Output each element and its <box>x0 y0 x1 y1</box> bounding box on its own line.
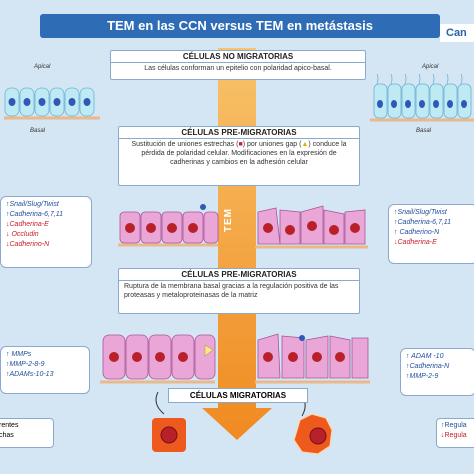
tem-arrow-label: TEM <box>223 208 234 233</box>
text-part-a: Sustitución de uniones estrechas ( <box>131 141 239 148</box>
marker-line: ↑MMP-2-9 <box>406 373 439 380</box>
legend-right: ↑Regula ↓Regula <box>436 418 474 448</box>
marker-line: ↑ MMPs <box>6 351 32 358</box>
label-apical-left: Apical <box>34 64 51 70</box>
marker-line: ↓Cadherina-E <box>6 221 49 228</box>
box-premigratory-1-text: Sustitución de uniones estrechas (■) por… <box>119 139 359 168</box>
box-premigratory-2: CÉLULAS PRE-MIGRATORIAS Ruptura de la me… <box>118 268 360 314</box>
legend-line: rentes <box>0 422 19 429</box>
marker-line: ↓ Occludin <box>6 231 39 238</box>
gap-junction-symbol: ▲ <box>301 141 309 148</box>
legend-line: chas <box>0 432 14 439</box>
marker-card-left-1: ↑Snail/Slug/Twist ↑Cadherina-6,7,11 ↓Cad… <box>0 196 92 268</box>
marker-card-left-2: ↑ MMPs ↑MMP-2-8-9 ↑ADAMs-10-13 <box>0 346 90 394</box>
text-part-b: ) por uniones gap ( <box>242 141 302 148</box>
cells-middle-left <box>118 204 219 247</box>
epithelium-top-right <box>370 73 474 122</box>
marker-line: ↑ Cadherino-N <box>394 229 440 236</box>
marker-line: ↑Cadherina-6,7,11 <box>394 219 452 226</box>
marker-line: ↑ADAMs-10-13 <box>6 371 54 378</box>
legend-left: rentes chas <box>0 418 54 448</box>
cells-bottom-right <box>255 333 370 384</box>
legend-line: ↑Regula <box>441 422 467 429</box>
marker-line: ↓Cadherino-N <box>6 241 50 248</box>
cells-middle-right <box>255 205 368 249</box>
box-premigratory-2-title: CÉLULAS PRE-MIGRATORIAS <box>119 269 359 281</box>
tight-junction-symbol: ■ <box>238 141 243 148</box>
marker-line: ↑ ADAM -10 <box>406 353 444 360</box>
box-premigratory-1-title: CÉLULAS PRE-MIGRATORIAS <box>119 127 359 139</box>
marker-line: ↑Cadherina-N <box>406 363 450 370</box>
box-non-migratory-text: Las células conforman un epitelio con po… <box>144 65 332 72</box>
box-non-migratory-title: CÉLULAS NO MIGRATORIAS <box>111 51 365 63</box>
text-part-c: ) conduce la pérdida de polaridad celula… <box>141 141 347 166</box>
label-basal-right: Basal <box>416 128 432 134</box>
marker-card-right-2: ↑ ADAM -10 ↑Cadherina-N ↑MMP-2-9 <box>400 348 474 396</box>
label-apical-right: Apical <box>422 64 439 70</box>
marker-line: ↑Snail/Slug/Twist <box>6 201 59 208</box>
migratory-cells-label: CÉLULAS MIGRATORIAS <box>168 388 308 403</box>
label-basal-left: Basal <box>30 128 46 134</box>
marker-line: ↓Cadherina-E <box>394 239 437 246</box>
migratory-cell-left <box>152 391 186 452</box>
corner-tag: Can <box>440 24 474 42</box>
diagram-title: TEM en las CCN versus TEM en metástasis <box>40 14 440 38</box>
marker-line: ↑Cadherina-6,7,11 <box>6 211 64 218</box>
marker-line: ↑MMP-2-8-9 <box>6 361 45 368</box>
marker-card-right-1: ↑Snail/Slug/Twist ↑Cadherina-6,7,11 ↑ Ca… <box>388 204 474 264</box>
box-premigratory-2-text: Ruptura de la membrana basal gracias a l… <box>124 283 339 299</box>
legend-line: ↓Regula <box>441 432 467 439</box>
cells-bottom-left <box>100 334 216 384</box>
box-non-migratory: CÉLULAS NO MIGRATORIAS Las células confo… <box>110 50 366 80</box>
box-premigratory-1: CÉLULAS PRE-MIGRATORIAS Sustitución de u… <box>118 126 360 186</box>
epithelium-top-left <box>4 87 100 120</box>
marker-line: ↑Snail/Slug/Twist <box>394 209 447 216</box>
migratory-cell-right <box>293 391 333 455</box>
